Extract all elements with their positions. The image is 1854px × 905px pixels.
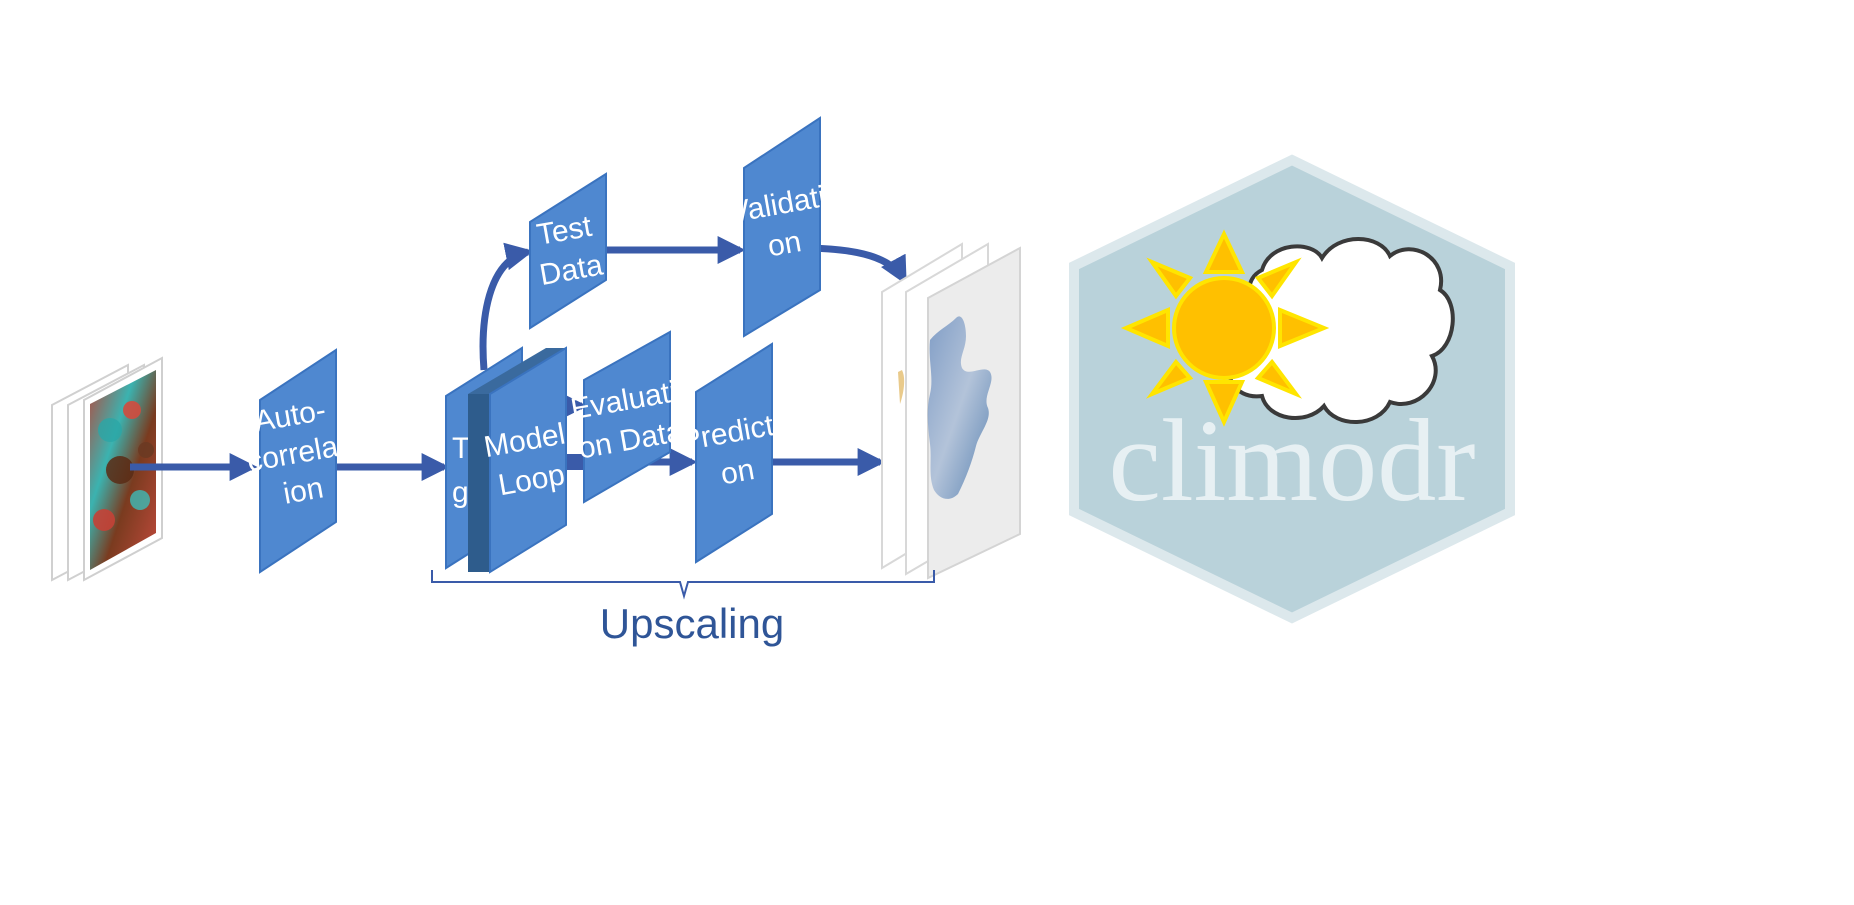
autocorrelation-box: Auto- correlat ion [245, 348, 349, 574]
input-raster-stack [51, 356, 163, 582]
prediction-label-line-2: on [718, 453, 757, 491]
logo-wordmark: climodr [1108, 395, 1475, 526]
prediction-box: Predicti on [678, 342, 783, 564]
training-label-line-2: g [452, 476, 469, 509]
autocorrelation-label-line-3: ion [281, 471, 326, 510]
test-data-box: Test Data [529, 172, 607, 330]
evaluation-data-box: Evaluati on Data [568, 330, 685, 504]
validation-box: Validati on [727, 116, 828, 338]
output-map-icon [927, 316, 992, 499]
validation-label-line-2: on [765, 225, 804, 263]
upscaling-label: Upscaling [600, 600, 784, 647]
arrow-training-to-test-data [479, 242, 534, 371]
climodr-logo: climodr [1069, 154, 1515, 624]
raster-image-icon [90, 370, 156, 570]
upscaling-bracket [431, 570, 935, 600]
sun-icon [1120, 229, 1330, 427]
model-loop-box: Model Loop [468, 346, 568, 574]
output-map-stack [881, 242, 1021, 580]
